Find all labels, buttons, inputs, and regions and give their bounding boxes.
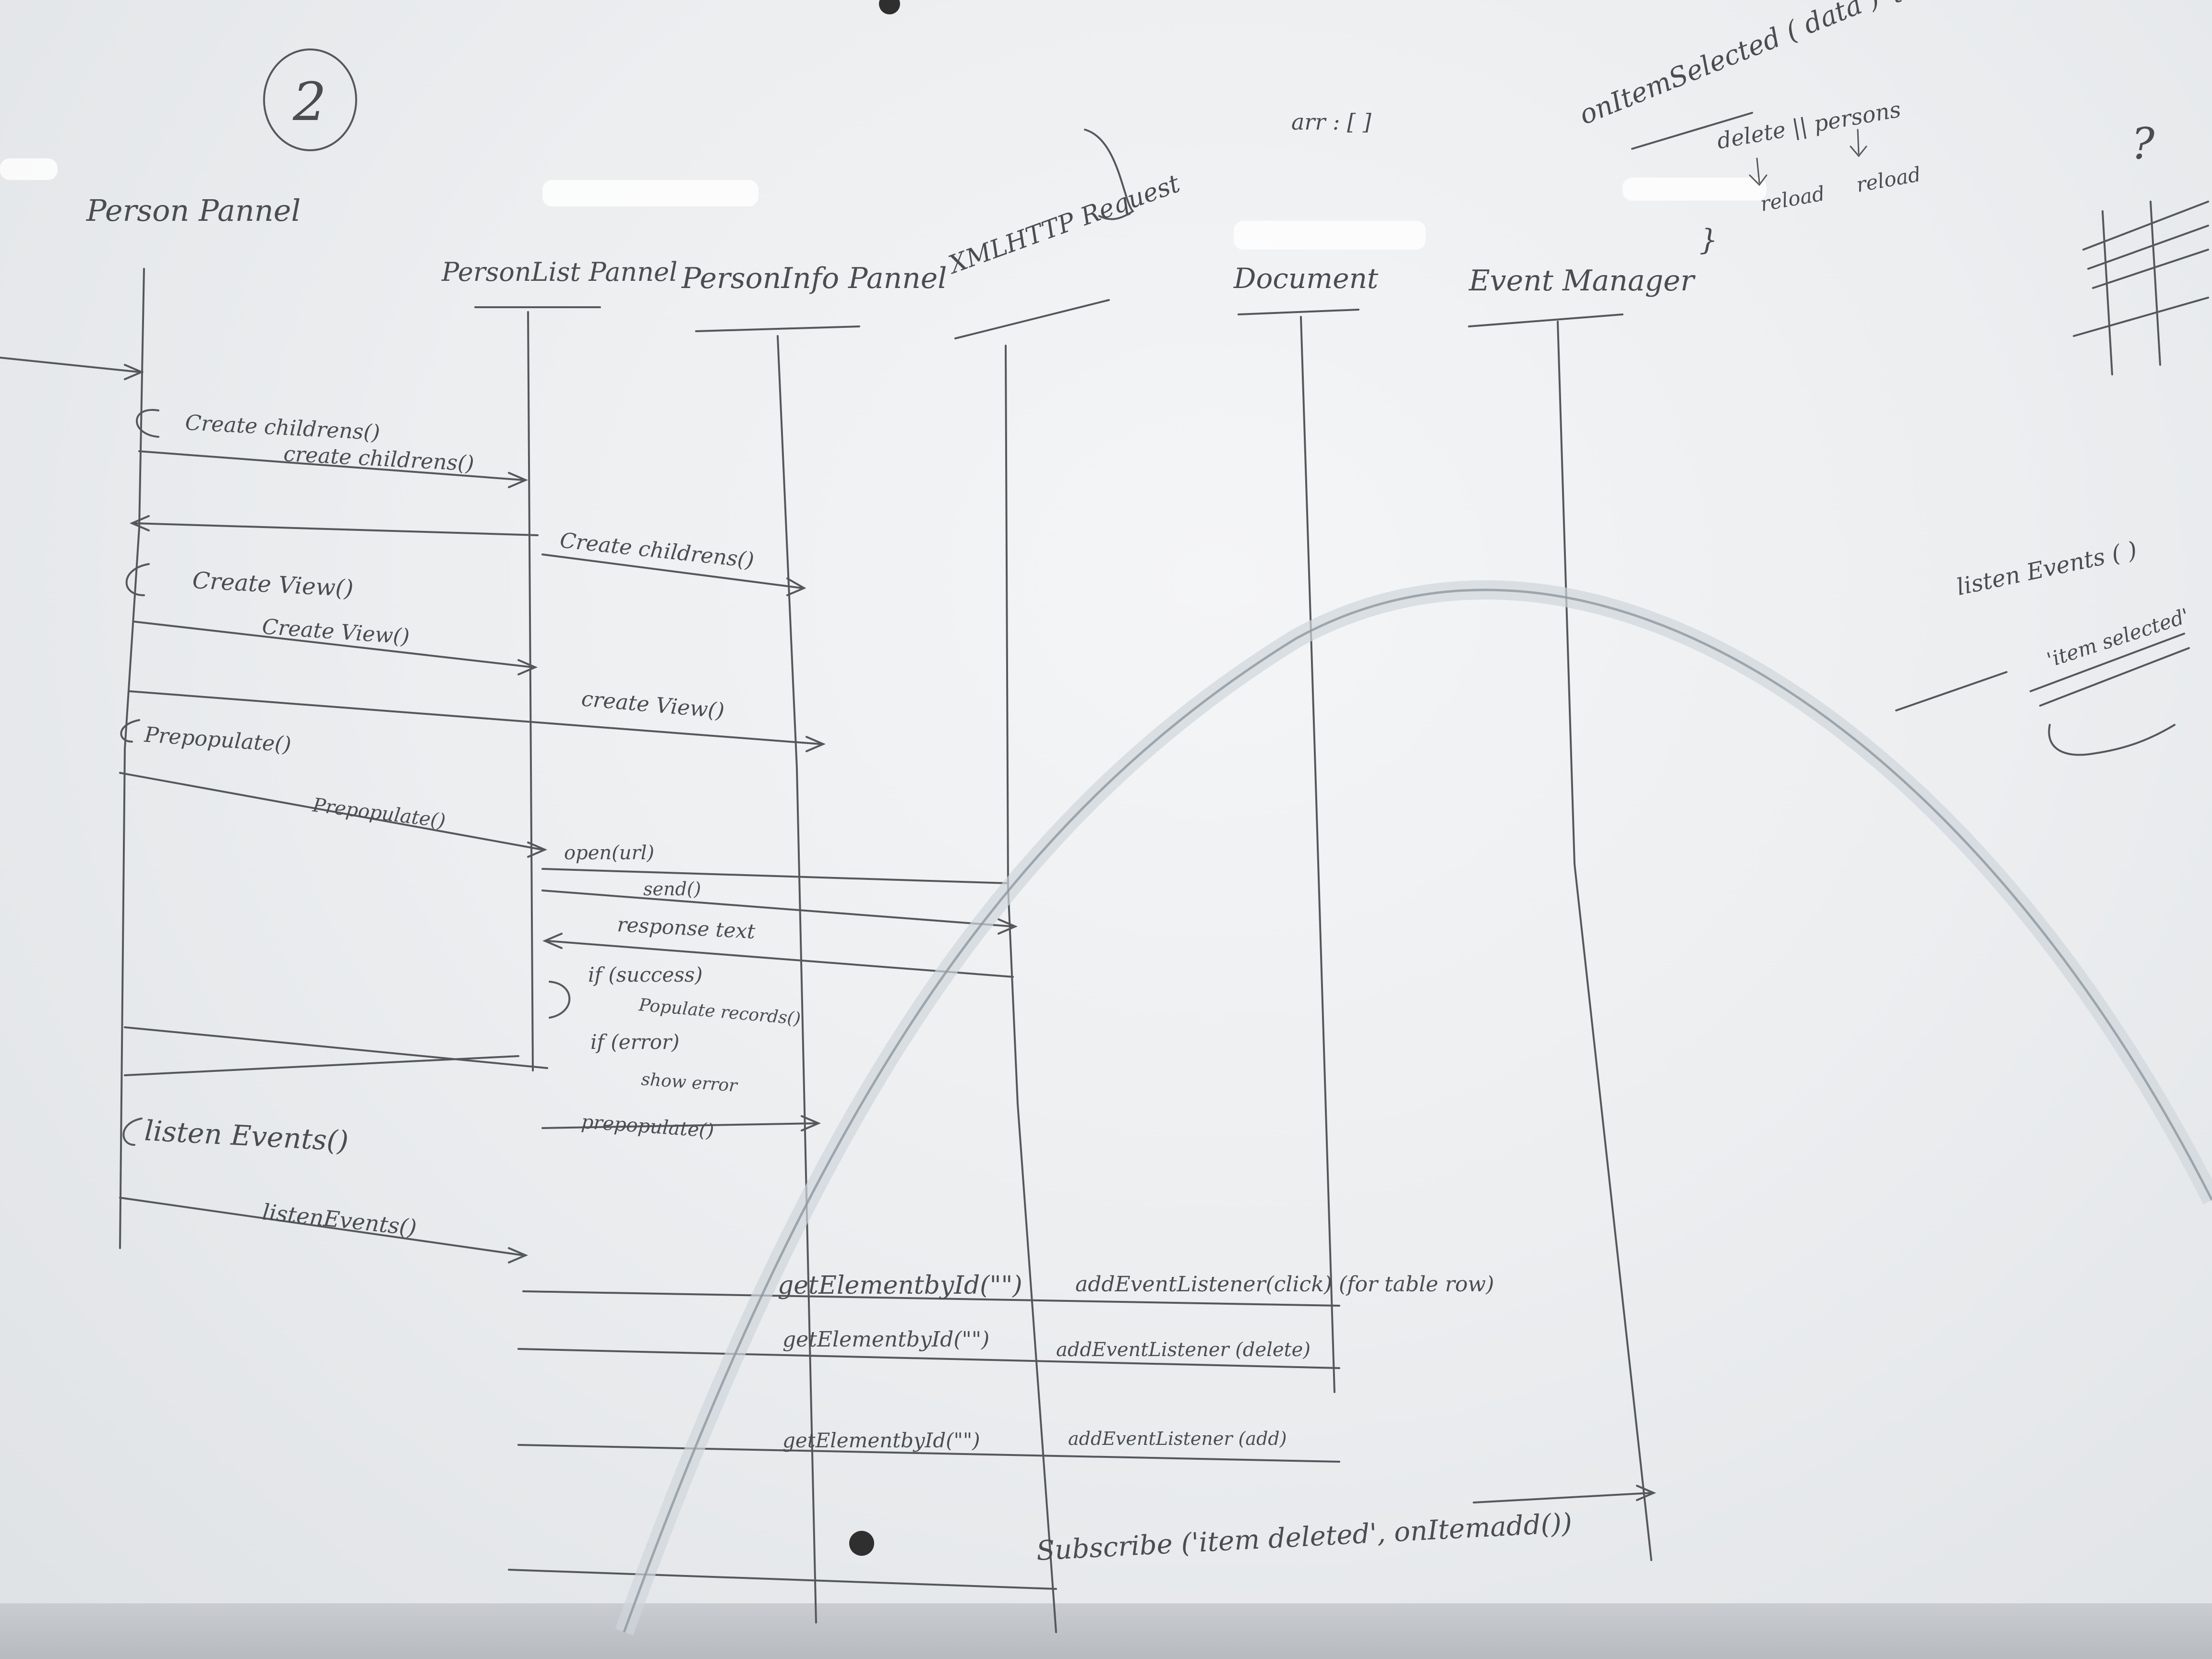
note-underline [1631, 112, 1753, 150]
lifeline-eventmanager-line [1557, 321, 1652, 1561]
lifeline-personinfo-line [777, 335, 817, 1623]
message-if-error: if (error) [590, 1030, 679, 1054]
message-get-element-2: getElementbyId("") [782, 1327, 989, 1352]
lifeline-xmlhttp-request: XMLHTTP Request [943, 169, 1184, 280]
message-create-view-list: Create View() [261, 614, 410, 649]
note-reload-1: reload [1758, 181, 1827, 216]
message-send: send() [643, 878, 701, 900]
lifeline-personinfo-pannel: PersonInfo Pannel [681, 262, 947, 295]
message-get-element-3: getElementbyId("") [782, 1429, 980, 1452]
lifeline-document-line [1300, 316, 1335, 1393]
note-reload-2: reload [1854, 162, 1923, 197]
message-listen-events-self: listen Events() [144, 1114, 349, 1157]
note-array: arr : [ ] [1291, 109, 1371, 135]
message-prepopulate-list: Prepopulate() [311, 794, 447, 832]
lifeline-person-line [119, 268, 145, 1249]
reflection-arc-edge [623, 589, 2212, 1633]
light-reflection [1623, 178, 1767, 201]
page-number-circle [263, 48, 357, 151]
magnet-icon [849, 1531, 874, 1556]
note-brace [2048, 724, 2176, 756]
note-question-mark: ? [2131, 119, 2155, 169]
message-create-childrens-info: Create childrens() [559, 528, 755, 573]
message-arrows [0, 357, 1657, 1590]
message-populate-records: Populate records() [637, 995, 801, 1029]
message-add-listener-2: addEventListener (delete) [1056, 1339, 1310, 1361]
message-prepopulate-info: prepopulate() [580, 1111, 715, 1142]
message-listen-events-list: listenEvents() [261, 1199, 418, 1240]
lifelines [119, 268, 1652, 1633]
message-response-text: response text [616, 913, 756, 943]
lifeline-person-pannel: Person Pannel [86, 193, 301, 228]
whiteboard-frame [0, 1603, 2212, 1659]
message-create-childrens-self: Create childrens() [184, 410, 380, 445]
lifeline-personlist-line [527, 311, 534, 1071]
bracket-scribble [1084, 129, 1135, 220]
message-subscribe: Subscribe ('item deleted', onItemadd()) [1035, 1508, 1573, 1567]
note-closing-brace: } [1699, 223, 1718, 257]
message-if-success: if (success) [588, 963, 703, 986]
message-add-listener-3: addEventListener (add) [1068, 1428, 1287, 1449]
message-create-view-self: Create View() [192, 567, 354, 602]
note-delete-persons: delete || persons [1715, 96, 1903, 154]
note-item-selected: 'item selected' [2044, 604, 2192, 672]
note-scribble [1895, 671, 2008, 711]
arrow-down-icon [1749, 157, 1767, 186]
light-reflection [1234, 221, 1426, 250]
message-get-element-1: getElementbyId("") [778, 1271, 1022, 1300]
note-listen-events: listen Events ( ) [1954, 536, 2140, 601]
message-show-error: show error [640, 1070, 738, 1096]
lifeline-event-manager: Event Manager [1468, 264, 1696, 298]
message-open-url: open(url) [564, 842, 654, 864]
lifeline-document: Document [1233, 262, 1379, 295]
lifeline-xmlhttp-line [1005, 345, 1057, 1633]
table-sketch [2073, 201, 2209, 375]
message-add-listener-1: addEventListener(click) (for table row) [1075, 1272, 1494, 1297]
arrow-down-icon [1850, 129, 1867, 157]
light-reflection [0, 158, 58, 180]
light-reflection [542, 180, 758, 206]
page-number: 2 [292, 71, 326, 132]
lifeline-personlist-pannel: PersonList Pannel [441, 257, 677, 287]
magnet-icon [879, 0, 900, 14]
message-prepopulate-self: Prepopulate() [143, 722, 292, 757]
note-double-underline [2030, 633, 2190, 707]
message-create-view-info: create View() [580, 686, 725, 723]
message-create-childrens-list: create childrens() [283, 442, 474, 476]
reflection-arc [615, 580, 2212, 1635]
